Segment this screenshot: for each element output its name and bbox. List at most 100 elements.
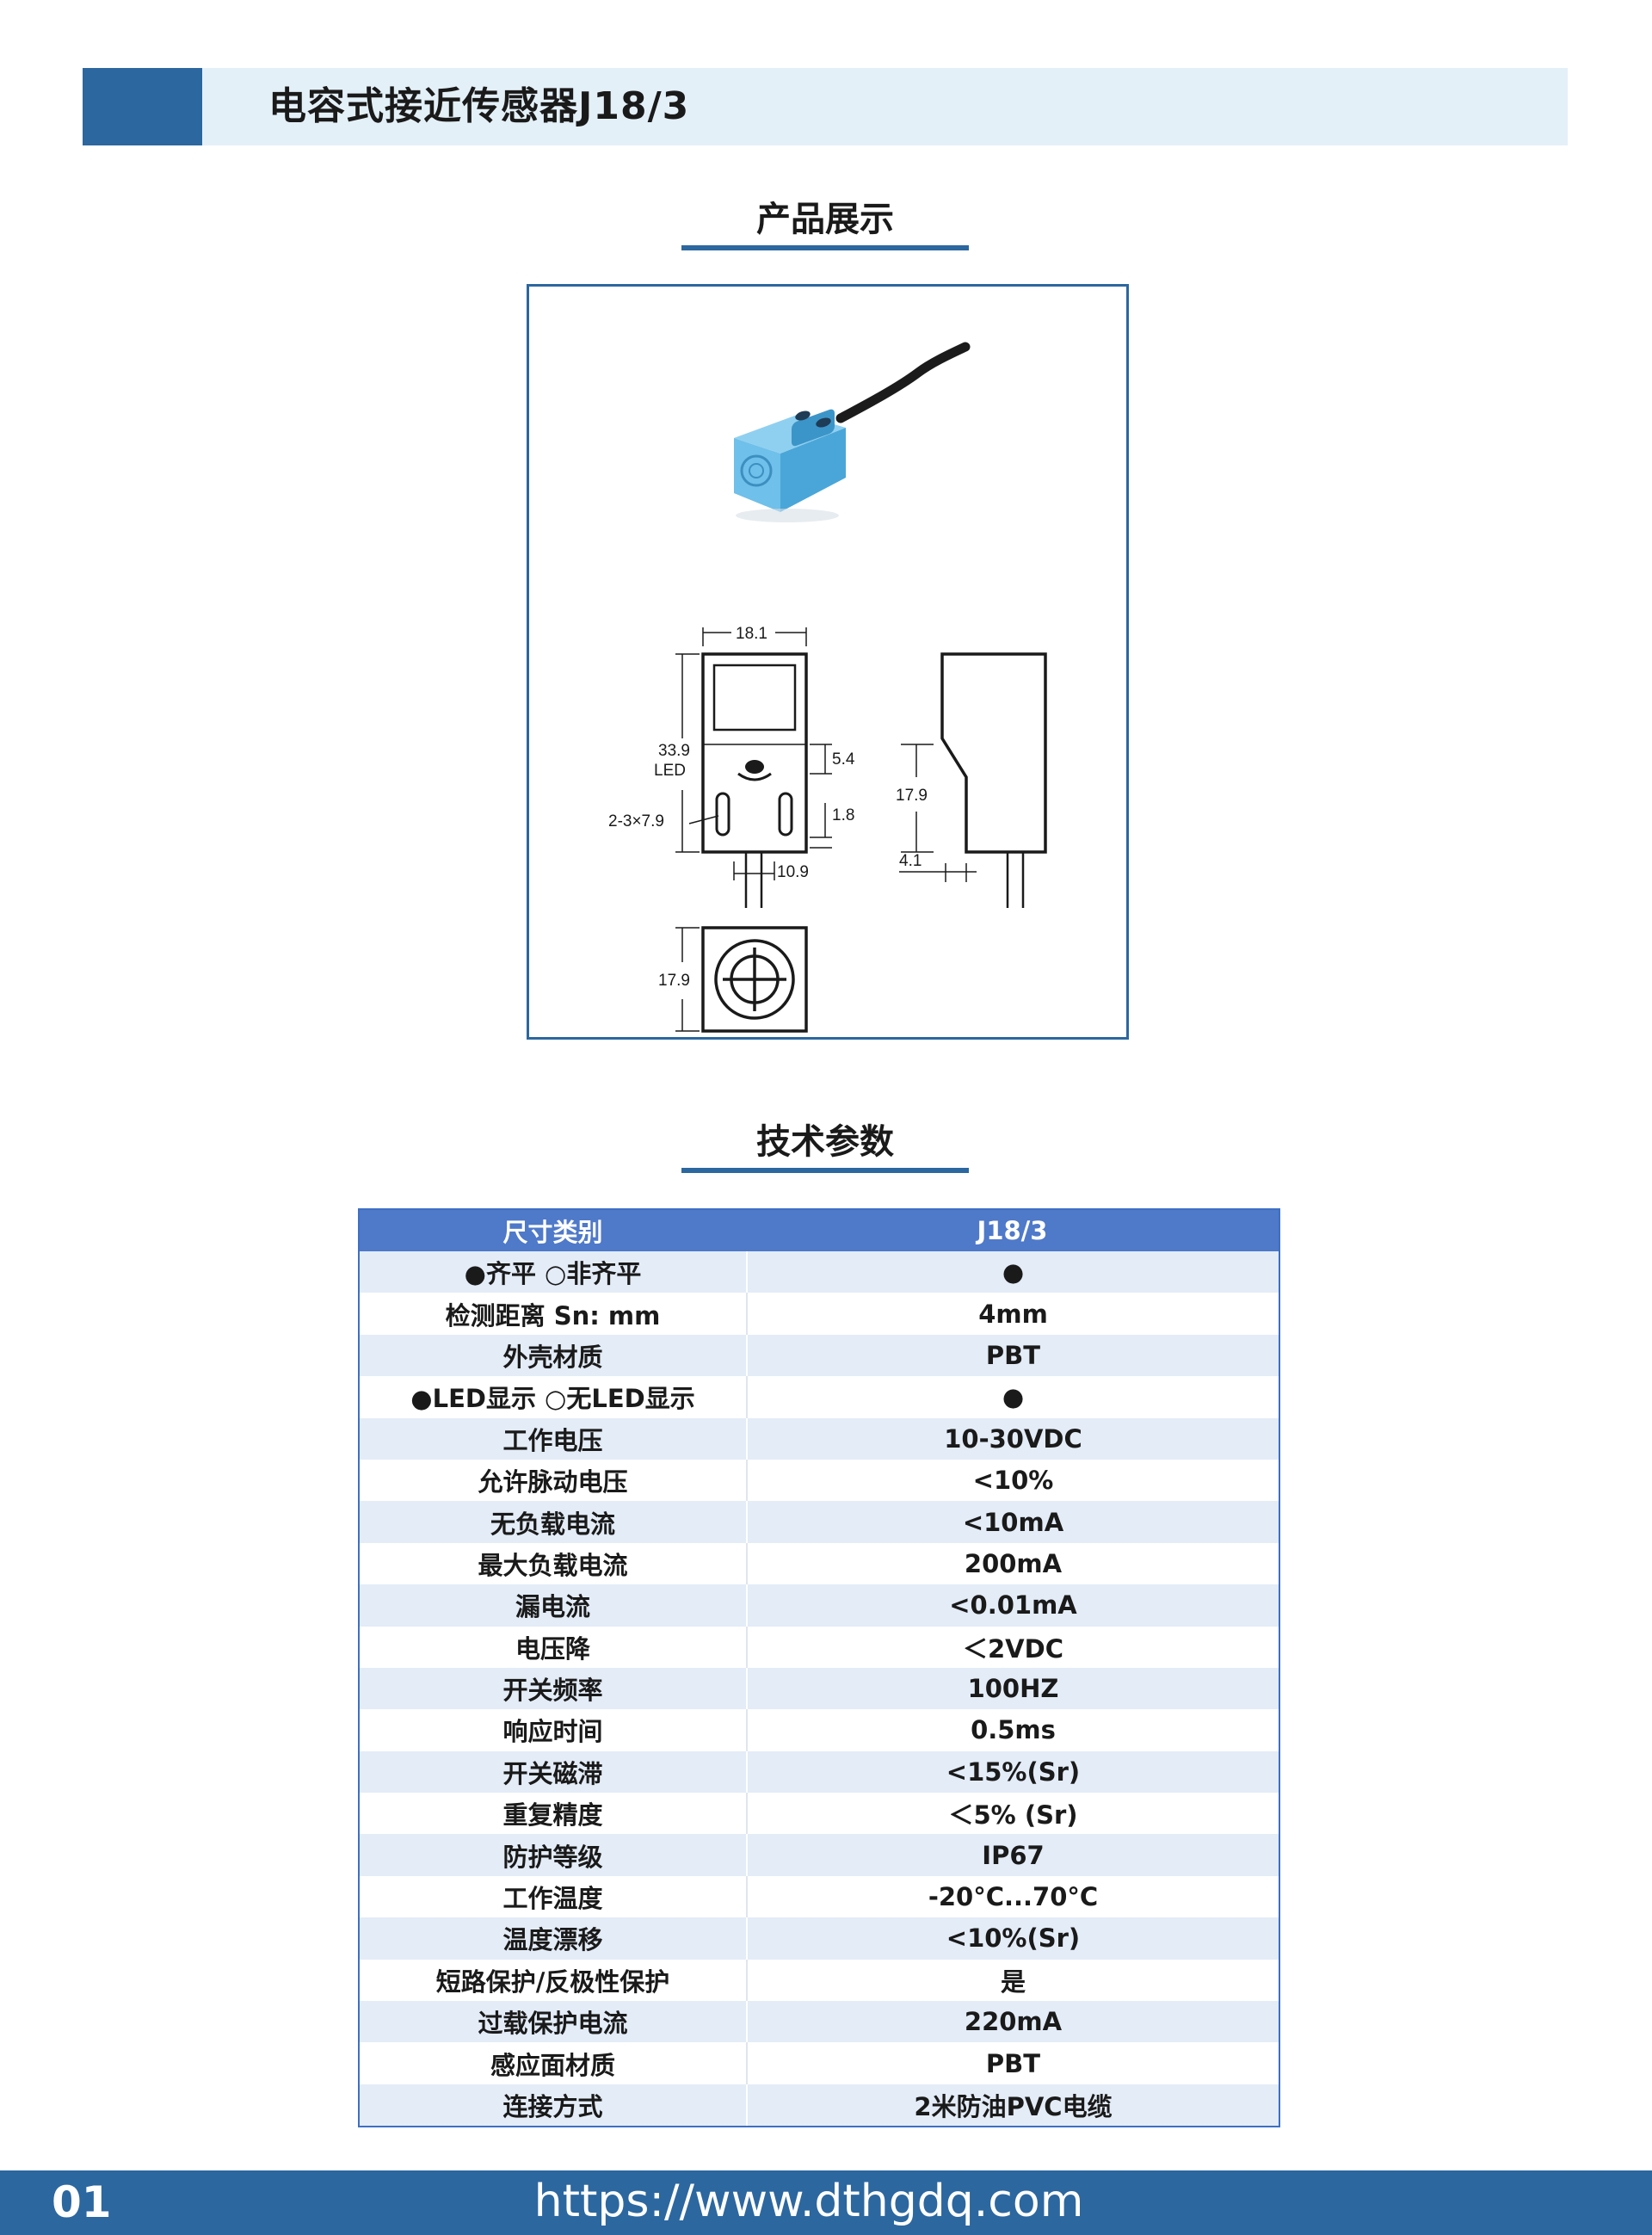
dim-4-1-label: 4.1 (899, 852, 922, 870)
spec-label: 无负载电流 (360, 1501, 748, 1543)
spec-value: IP67 (982, 1840, 1045, 1870)
page-number: 01 (52, 2177, 112, 2227)
table-row: 电压降 ＜2VDC (360, 1626, 1279, 1668)
table-row: ●齐平 ○非齐平 ● (360, 1251, 1279, 1293)
spec-value: 是 (1000, 1966, 1026, 1997)
product-section-title: 产品展示 (756, 200, 894, 239)
spec-value: ● (1002, 1382, 1025, 1412)
spec-label: 连接方式 (360, 2084, 748, 2127)
spec-label: 感应面材质 (360, 2042, 748, 2084)
spec-label: 过载保护电流 (360, 2001, 748, 2043)
table-row: 最大负载电流 200mA (360, 1542, 1279, 1585)
spec-header-label: 尺寸类别 (502, 1218, 603, 1247)
table-row: 连接方式 2米防油PVC电缆 (360, 2084, 1279, 2127)
spec-value: <15%(Sr) (946, 1757, 1081, 1787)
table-row: 防护等级 IP67 (360, 1834, 1279, 1876)
product-illustration: 18.1 33.9 LED 2-3×7.9 5.4 1.8 10.9 17.9 … (608, 342, 1047, 1033)
website-link[interactable]: https://www.dthgdq.com (533, 2176, 1084, 2227)
dim-10-9-label: 10.9 (777, 863, 809, 881)
spec-label: 外壳材质 (360, 1334, 748, 1377)
header-accent-block (83, 68, 202, 145)
product-section-underline (681, 245, 969, 250)
table-row: 允许脉动电压 <10% (360, 1459, 1279, 1502)
dim-height-label: 33.9 (658, 742, 690, 760)
led-indicator (745, 760, 764, 774)
mount-hole-right (778, 792, 793, 837)
spec-value: <10%(Sr) (946, 1923, 1081, 1954)
dimension-drawing (675, 627, 1047, 1033)
spec-label: ●LED显示 ○无LED显示 (360, 1376, 748, 1418)
spec-value: 100HZ (967, 1674, 1059, 1704)
table-row: 外壳材质 PBT (360, 1334, 1279, 1377)
spec-label: 允许脉动电压 (360, 1459, 748, 1502)
spec-label: ●齐平 ○非齐平 (360, 1251, 748, 1293)
header-band (83, 68, 1568, 145)
spec-table-header: 尺寸类别 J18/3 (360, 1210, 1279, 1251)
table-row: 过载保护电流 220mA (360, 2001, 1279, 2043)
spec-label: 工作温度 (360, 1875, 748, 1918)
front-view-window (712, 664, 797, 732)
spec-section-underline (681, 1168, 969, 1173)
spec-label: 开关磁滞 (360, 1750, 748, 1794)
spec-value: ● (1002, 1257, 1025, 1287)
cable (835, 342, 971, 423)
spec-label: 短路保护/反极性保护 (360, 1959, 748, 2002)
spec-value: <0.01mA (949, 1590, 1077, 1621)
table-row: 响应时间 0.5ms (360, 1709, 1279, 1751)
table-row: 无负载电流 <10mA (360, 1501, 1279, 1543)
table-row: 短路保护/反极性保护 是 (360, 1959, 1279, 2002)
spec-header-value: J18/3 (977, 1216, 1048, 1245)
spec-value: 220mA (964, 2007, 1063, 2037)
hole-size-label: 2-3×7.9 (608, 812, 664, 830)
mount-hole-left (715, 792, 730, 837)
side-view-outline (940, 652, 1047, 854)
spec-value: 2米防油PVC电缆 (914, 2092, 1113, 2121)
spec-table-body: ●齐平 ○非齐平 ● 检测距离 Sn: mm 4mm 外壳材质 PBT ●LED显示 … (360, 1251, 1279, 2127)
spec-value: <10mA (962, 1507, 1064, 1537)
spec-label: 开关频率 (360, 1667, 748, 1710)
spec-label: 防护等级 (360, 1834, 748, 1876)
table-row: ●LED显示 ○无LED显示 ● (360, 1376, 1279, 1418)
dim-5-4-label: 5.4 (832, 750, 855, 769)
face-dim-17-9-label: 17.9 (658, 972, 690, 990)
spec-value: 200mA (964, 1548, 1063, 1578)
table-row: 感应面材质 PBT (360, 2042, 1279, 2084)
table-row: 重复精度 ＜5% (Sr) (360, 1793, 1279, 1835)
spec-value: PBT (985, 2048, 1041, 2078)
led-label: LED (654, 762, 686, 780)
face-view-outline (701, 926, 808, 1033)
spec-value: ＜5% (Sr) (948, 1800, 1078, 1831)
table-row: 工作温度 -20°C...70°C (360, 1875, 1279, 1918)
spec-label: 漏电流 (360, 1584, 748, 1627)
spec-section-title: 技术参数 (756, 1122, 894, 1162)
dim-width-label: 18.1 (736, 625, 767, 643)
spec-label: 温度漂移 (360, 1917, 748, 1960)
footer-bar (0, 2170, 1652, 2235)
spec-label: 工作电压 (360, 1417, 748, 1460)
spec-value: 10-30VDC (944, 1423, 1082, 1454)
spec-table: 尺寸类别 J18/3 ●齐平 ○非齐平 ● 检测距离 Sn: mm 4mm 外壳材质… (358, 1208, 1280, 2128)
spec-value: PBT (985, 1340, 1041, 1370)
spec-label: 响应时间 (360, 1709, 748, 1751)
spec-label: 重复精度 (360, 1793, 748, 1835)
spec-label: 检测距离 Sn: mm (360, 1293, 748, 1335)
spec-value: 4mm (978, 1299, 1048, 1329)
side-dim-17-9-label: 17.9 (896, 787, 928, 805)
table-row: 温度漂移 <10%(Sr) (360, 1917, 1279, 1960)
sensor-photo (734, 409, 846, 522)
spec-value: ＜2VDC (963, 1633, 1063, 1664)
table-row: 漏电流 <0.01mA (360, 1584, 1279, 1627)
table-row: 开关频率 100HZ (360, 1667, 1279, 1710)
spec-label: 电压降 (360, 1626, 748, 1668)
spec-value: 0.5ms (971, 1715, 1056, 1745)
dim-1-8-label: 1.8 (832, 806, 854, 824)
table-row: 工作电压 10-30VDC (360, 1417, 1279, 1460)
spec-value: -20°C...70°C (928, 1882, 1099, 1912)
table-row: 检测距离 Sn: mm 4mm (360, 1293, 1279, 1335)
product-image-frame: 18.1 33.9 LED 2-3×7.9 5.4 1.8 10.9 17.9 … (527, 284, 1129, 1040)
spec-value: <10% (972, 1466, 1054, 1496)
front-view-outline (701, 652, 808, 854)
spec-label: 最大负载电流 (360, 1542, 748, 1585)
table-row: 开关磁滞 <15%(Sr) (360, 1750, 1279, 1794)
page-title: 电容式接近传感器J18/3 (268, 84, 690, 128)
